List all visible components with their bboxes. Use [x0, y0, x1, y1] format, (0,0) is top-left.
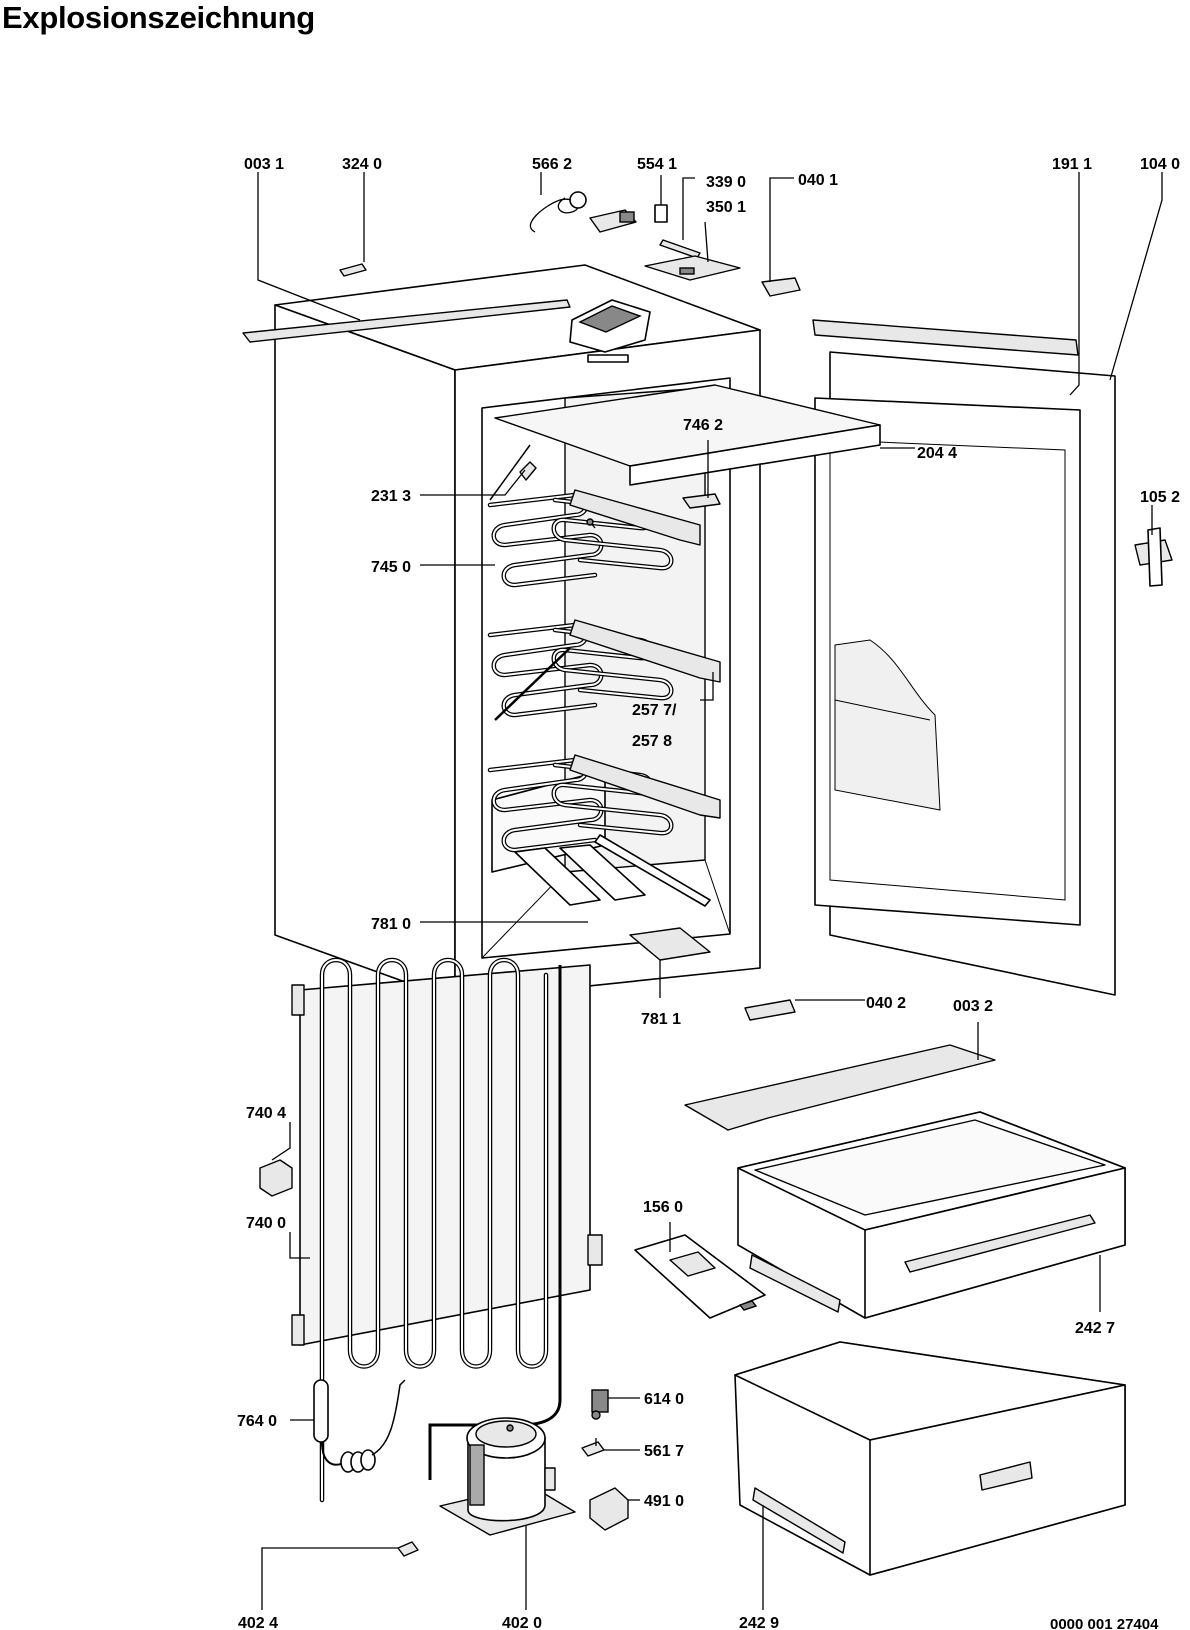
label-040-1: 040 1 [798, 172, 838, 189]
label-740-0: 740 0 [246, 1215, 286, 1232]
wire-shelf-top [487, 489, 701, 588]
label-242-7: 242 7 [1075, 1320, 1115, 1337]
door [812, 319, 1116, 996]
drawer-upper [737, 1111, 1126, 1319]
drier-764-0 [313, 1379, 406, 1473]
label-745-0: 745 0 [371, 559, 411, 576]
label-402-0: 402 0 [502, 1615, 542, 1630]
hinge-bracket-top [761, 277, 801, 297]
label-339-0: 339 0 [706, 174, 746, 191]
label-554-1: 554 1 [637, 156, 677, 173]
bottom-rail [684, 1044, 996, 1131]
label-156-0: 156 0 [643, 1199, 683, 1216]
label-324-0: 324 0 [342, 156, 382, 173]
label-740-4: 740 4 [246, 1105, 286, 1122]
label-402-4: 402 4 [238, 1615, 278, 1630]
compressor [439, 1417, 576, 1536]
label-204-4: 204 4 [917, 445, 957, 462]
label-561-7: 561 7 [644, 1443, 684, 1460]
screw-781-0 [586, 518, 594, 526]
label-003-2: 003 2 [953, 998, 993, 1015]
hinge-bracket-bottom [744, 999, 796, 1021]
hinge-105-2 [1134, 527, 1173, 587]
part-labels: 003 1 324 0 566 2 554 1 339 0 350 1 040 … [237, 156, 1180, 1630]
part-324-0 [339, 263, 367, 277]
glass-shelf-front [629, 424, 881, 486]
label-257-7: 257 7/ [632, 702, 677, 719]
lamp-cover [519, 461, 537, 481]
part-402-4 [397, 1541, 419, 1557]
document-number: 0000 001 27404 [1050, 1616, 1159, 1630]
leader-lines [257, 172, 1163, 1610]
ice-tray [634, 1234, 766, 1319]
top-rail [242, 299, 571, 343]
label-491-0: 491 0 [644, 1493, 684, 1510]
page-title: Explosionszeichnung [2, 0, 315, 35]
label-350-1: 350 1 [706, 199, 746, 216]
label-781-1: 781 1 [641, 1011, 681, 1028]
part-491-0 [589, 1487, 629, 1531]
part-740-4 [259, 1159, 293, 1197]
thermostat-group [529, 191, 741, 281]
drawer-lower [734, 1341, 1126, 1576]
label-566-2: 566 2 [532, 156, 572, 173]
part-746-2 [682, 493, 721, 509]
label-257-8: 257 8 [632, 733, 672, 750]
cabinet-body [274, 264, 761, 1001]
relay-614-0 [591, 1389, 609, 1420]
label-231-3: 231 3 [371, 488, 411, 505]
label-242-9: 242 9 [739, 1615, 779, 1630]
label-040-2: 040 2 [866, 995, 906, 1012]
label-746-2: 746 2 [683, 417, 723, 434]
condenser [291, 957, 603, 1503]
label-191-1: 191 1 [1052, 156, 1092, 173]
part-561-7 [581, 1438, 605, 1457]
label-614-0: 614 0 [644, 1391, 684, 1408]
label-764-0: 764 0 [237, 1413, 277, 1430]
label-105-2: 105 2 [1140, 489, 1180, 506]
floor-rails [514, 521, 711, 961]
label-104-0: 104 0 [1140, 156, 1180, 173]
label-003-1: 003 1 [244, 156, 284, 173]
label-781-0: 781 0 [371, 916, 411, 933]
